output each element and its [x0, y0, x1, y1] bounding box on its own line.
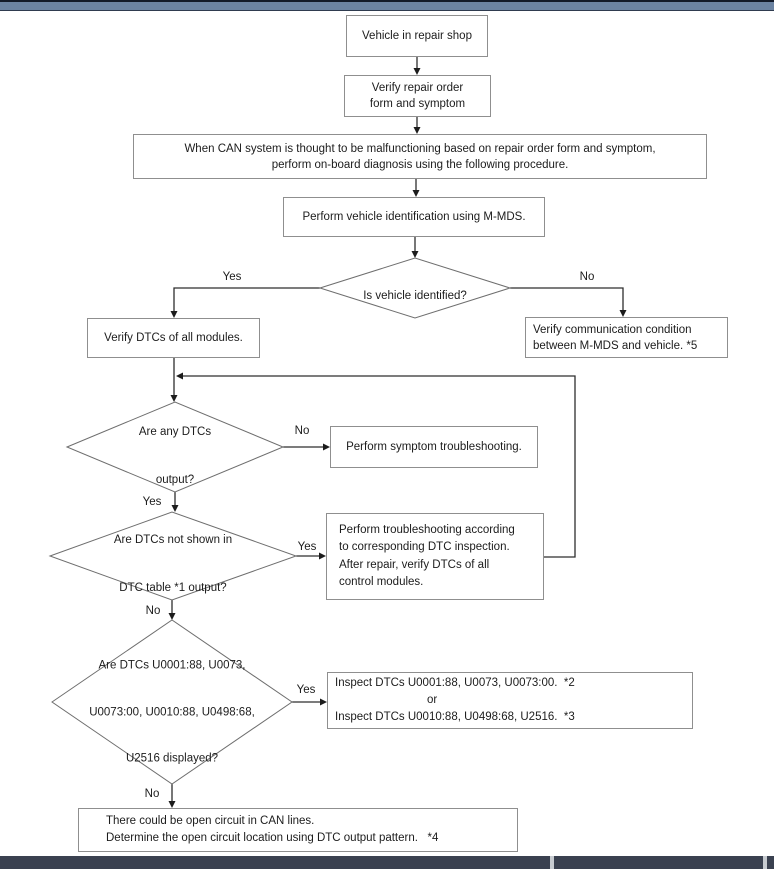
arrowhead: [619, 310, 627, 317]
decision-are-any-dtcs-output: [65, 401, 285, 493]
decision-is-vehicle-identified: [318, 257, 512, 319]
top-bar-edge: [0, 0, 774, 2]
branch-label-no-2: No: [294, 425, 310, 437]
node-perform-troubleshooting-dtc: Perform troubleshooting according to cor…: [326, 513, 544, 600]
node-text: When CAN system is thought to be malfunc…: [184, 142, 656, 155]
node-text: form and symptom: [369, 98, 466, 110]
node-text: Vehicle in repair shop: [362, 30, 472, 42]
connector-feedback-return: [183, 375, 576, 558]
node-text: control modules.: [339, 576, 424, 588]
node-text: between M-MDS and vehicle. *5: [533, 339, 698, 352]
node-verify-communication-condition: Verify communication condition between M…: [525, 317, 728, 358]
decision-text-are-any-dtcs-output: Are any DTCs output?: [138, 426, 212, 486]
arrowhead: [413, 68, 421, 75]
node-text: Determine the open circuit location usin…: [106, 832, 439, 844]
arrowhead: [170, 395, 178, 402]
arrowhead: [168, 613, 176, 620]
arrowhead: [323, 443, 330, 451]
node-verify-repair-order: Verify repair order form and symptom: [344, 75, 491, 117]
connector-decision1-yes: [173, 287, 320, 311]
node-text: Inspect DTCs U0001:88, U0073, U0073:00. …: [335, 677, 575, 689]
arrowhead: [411, 251, 419, 258]
connector-decision1-no: [510, 287, 624, 310]
decision-text-are-dtcs-displayed: Are DTCs U0001:88, U0073, U0073:00, U001…: [89, 659, 255, 765]
node-perform-vehicle-identification: Perform vehicle identification using M-M…: [283, 197, 545, 237]
bottom-bar-divider: [550, 856, 554, 869]
decision-text-is-vehicle-identified: Is vehicle identified?: [363, 290, 467, 302]
node-text: Perform troubleshooting according: [339, 523, 515, 536]
node-perform-symptom-troubleshooting: Perform symptom troubleshooting.: [330, 426, 538, 468]
arrowhead: [320, 698, 327, 706]
branch-label-yes-4: Yes: [296, 684, 316, 696]
top-title-bar: [0, 0, 774, 11]
decision-are-dtcs-displayed: [51, 619, 293, 785]
node-text: Perform symptom troubleshooting.: [346, 441, 522, 453]
arrowhead: [170, 311, 178, 318]
arrowhead: [319, 552, 326, 560]
arrowhead: [168, 801, 176, 808]
top-bar-shadow: [0, 10, 774, 11]
branch-label-yes-3: Yes: [297, 541, 317, 553]
arrowhead: [176, 372, 183, 380]
node-verify-dtcs-all-modules: Verify DTCs of all modules.: [87, 318, 260, 358]
node-text: Verify DTCs of all modules.: [104, 332, 243, 344]
bottom-bar-divider: [763, 856, 767, 869]
node-open-circuit: There could be open circuit in CAN lines…: [78, 808, 518, 852]
node-text: Inspect DTCs U0010:88, U0498:68, U2516. …: [335, 711, 575, 723]
node-text: perform on-board diagnosis using the fol…: [271, 158, 569, 171]
branch-label-no-1: No: [579, 271, 595, 283]
node-text: or: [427, 694, 438, 706]
branch-label-yes-1: Yes: [222, 271, 242, 283]
node-text: to corresponding DTC inspection.: [339, 541, 510, 553]
node-text: After repair, verify DTCs of all: [339, 558, 490, 571]
branch-label-yes-2: Yes: [142, 496, 162, 508]
node-text: Perform vehicle identification using M-M…: [302, 211, 526, 223]
arrowhead: [413, 127, 421, 134]
node-vehicle-in-repair-shop: Vehicle in repair shop: [346, 15, 488, 57]
node-text: Verify communication condition: [533, 323, 692, 336]
node-text: There could be open circuit in CAN lines…: [106, 815, 315, 827]
node-when-can-system: When CAN system is thought to be malfunc…: [133, 134, 707, 179]
node-inspect-dtcs: Inspect DTCs U0001:88, U0073, U0073:00. …: [327, 672, 693, 729]
branch-label-no-3: No: [145, 605, 161, 617]
decision-are-dtcs-not-shown: [48, 511, 298, 601]
branch-label-no-4: No: [144, 788, 160, 800]
bottom-status-bar: [0, 856, 774, 869]
node-text: Verify repair order: [371, 82, 464, 94]
arrowhead: [171, 505, 179, 512]
arrowhead: [412, 190, 420, 197]
decision-text-are-dtcs-not-shown: Are DTCs not shown in DTC table *1 outpu…: [113, 534, 233, 594]
